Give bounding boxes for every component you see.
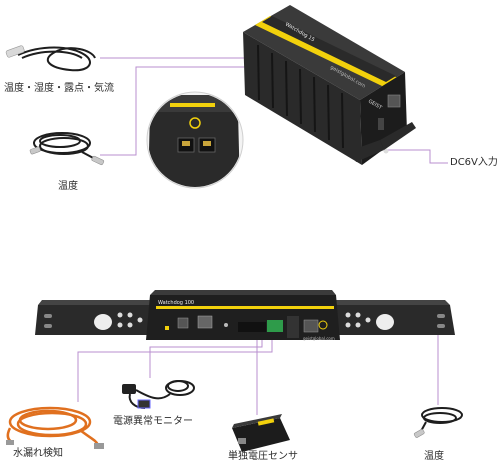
watchdog-15-device	[243, 5, 416, 165]
port-zoom-inset	[146, 91, 244, 189]
temp-probe-top-image	[29, 132, 105, 166]
voltage-sensor-image	[232, 414, 290, 452]
label-water-leak: 水漏れ検知	[13, 448, 63, 459]
power-monitor-image	[122, 380, 195, 409]
label-temp-sensor-bottom: 温度	[424, 451, 444, 462]
temp-probe-bottom-image	[413, 407, 463, 438]
temp-humidity-probe-image	[5, 45, 96, 72]
label-power-input: DC6V入力	[450, 157, 498, 168]
label-temp-humidity-sensor: 温度・湿度・露点・気流	[4, 83, 114, 94]
water-leak-cable-image	[6, 406, 100, 446]
device-bottom-model-text: Watchdog 100	[158, 300, 194, 306]
device-bottom-website-text: geistglobal.com	[303, 336, 335, 341]
label-voltage-sensor: 単独電圧センサ	[228, 451, 298, 462]
leak-cable-connector-icon	[94, 443, 104, 449]
label-power-monitor: 電源異常モニター	[113, 416, 193, 427]
label-temp-sensor-top: 温度	[58, 181, 78, 192]
watchdog-100-device	[35, 290, 455, 340]
